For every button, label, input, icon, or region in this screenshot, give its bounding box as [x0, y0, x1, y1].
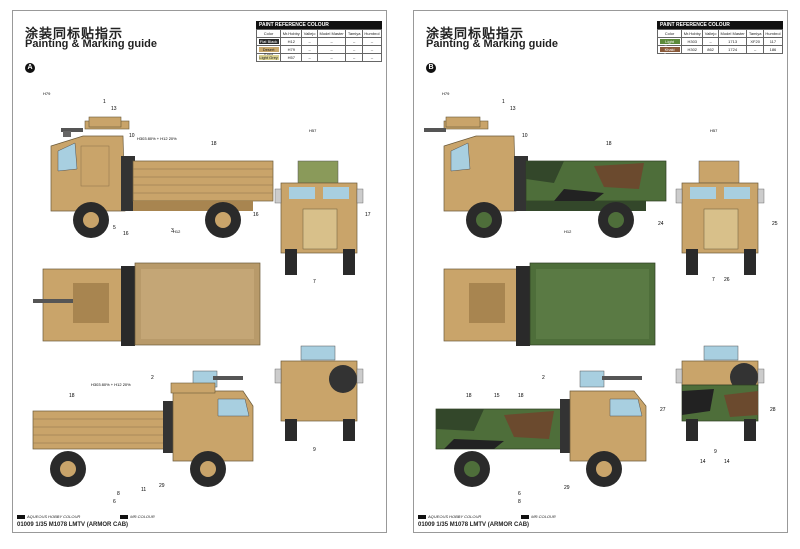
callout: 28: [770, 407, 776, 413]
callout: 8: [117, 491, 120, 497]
callout: 27: [660, 407, 666, 413]
callout: 9: [714, 449, 717, 455]
callout: 7: [313, 279, 316, 285]
callouts: 1 13 10 18 16 17 5 16 3 7 2 18 8 11 29 6…: [43, 91, 371, 505]
cell: –: [301, 53, 318, 62]
color-legend: AQUEOUS HOBBY COLOUR MR.COLOUR: [418, 514, 556, 519]
callout: 18: [211, 141, 217, 147]
table-row: Light Grey H57 – – – –: [255, 53, 383, 62]
truck-front-view: [274, 160, 364, 275]
callout: 5: [113, 225, 116, 231]
paint-mix: H303 80% + H12 20%: [91, 382, 131, 387]
legend-aqueous: AQUEOUS HOBBY COLOUR: [17, 514, 80, 519]
page-scheme-a: 涂装同标贴指示 Painting & Marking guide A PAINT…: [12, 10, 387, 533]
callout: 9: [313, 447, 316, 453]
table-row: Desert Sand H79 – – – –: [255, 45, 383, 57]
callout: 14: [700, 459, 706, 465]
cell: 186: [762, 45, 784, 54]
legend-label: AQUEOUS HOBBY COLOUR: [428, 514, 482, 519]
ref-title: PAINT REFERENCE COLOUR: [256, 21, 382, 29]
callout: 8: [518, 499, 521, 505]
paint-tag: H12: [173, 229, 181, 234]
table-row: Khaki Brown H302 862 1724 – 186: [656, 45, 784, 57]
table-row: Light Green H303 – 1713 XF20 117: [656, 37, 784, 49]
callout: 7: [712, 277, 715, 283]
cell: –: [746, 45, 764, 54]
truck-side-view-right: [32, 370, 254, 487]
cell: –: [345, 53, 363, 62]
legend-label: AQUEOUS HOBBY COLOUR: [27, 514, 81, 519]
scheme-badge: A: [25, 63, 35, 73]
paint-reference-table: PAINT REFERENCE COLOUR Color Mr.Hobby Va…: [656, 21, 784, 57]
truck-side-view-left: [424, 116, 667, 238]
legend-label: MR.COLOUR: [531, 514, 556, 519]
callout: 13: [510, 106, 516, 112]
callout: 3: [171, 228, 174, 234]
callout: 13: [111, 106, 117, 112]
callout: 2: [151, 375, 154, 381]
callout: 2: [542, 375, 545, 381]
color-swatch: Flat Black: [258, 39, 279, 45]
callout: 10: [129, 133, 135, 139]
callout: 26: [724, 277, 730, 283]
callouts: 1 13 10 18 24 25 7 26 2 18 15 18 29 6 8 …: [442, 91, 778, 505]
title-en: Painting & Marking guide: [25, 38, 158, 50]
truck-rear-view: [274, 345, 364, 441]
cell: 862: [702, 45, 719, 54]
footer-title: 01009 1/35 M1078 LMTV (ARMOR CAB): [17, 522, 129, 528]
paint-tag: H79: [442, 91, 450, 96]
callout: 18: [606, 141, 612, 147]
legend-label: MR.COLOUR: [130, 514, 155, 519]
paint-mix: H303 80% + H12 20%: [137, 136, 177, 141]
callout: 29: [564, 485, 570, 491]
paint-tag: H79: [43, 91, 51, 96]
footer-title: 01009 1/35 M1078 LMTV (ARMOR CAB): [418, 522, 530, 528]
callout: 6: [113, 499, 116, 505]
ref-title: PAINT REFERENCE COLOUR: [657, 21, 783, 29]
callout: 11: [141, 487, 146, 493]
title-cn: 涂装同标贴指示: [426, 26, 525, 41]
callout: 17: [365, 212, 371, 218]
paint-tag: H12: [564, 229, 572, 234]
callout: 18: [69, 393, 75, 399]
callout: 18: [518, 393, 524, 399]
callout: 1: [103, 99, 106, 105]
truck-illustrations-a: 1 13 10 18 16 17 5 16 3 7 2 18 8 11 29 6…: [32, 91, 371, 505]
callout: 14: [724, 459, 730, 465]
callout: 10: [522, 133, 528, 139]
color-swatch: Khaki Brown: [659, 47, 680, 57]
title-en: Painting & Marking guide: [426, 38, 559, 50]
callout: 15: [494, 393, 500, 399]
callout: 16: [253, 212, 259, 218]
color-swatch: Light Grey: [258, 55, 279, 61]
title-cn: 涂装同标贴指示: [25, 26, 124, 41]
truck-illustrations-b: 1 13 10 18 24 25 7 26 2 18 15 18 29 6 8 …: [424, 91, 778, 505]
truck-top-view: [443, 262, 656, 346]
callout: 6: [518, 491, 521, 497]
paint-tag: H57: [710, 128, 718, 133]
callout: 16: [123, 231, 129, 237]
truck-side-view-left: [50, 116, 274, 238]
truck-side-view-right: [435, 370, 647, 487]
paint-reference-table: PAINT REFERENCE COLOUR Color Mr.Hobby Va…: [255, 21, 383, 62]
callout: 18: [466, 393, 472, 399]
truck-top-view: [33, 262, 261, 346]
callout: 1: [502, 99, 505, 105]
scheme-badge: B: [426, 63, 436, 73]
callout: 24: [658, 221, 664, 227]
legend-mr: MR.COLOUR: [521, 514, 556, 519]
cell: –: [361, 53, 383, 62]
page-scheme-b: 涂装同标贴指示 Painting & Marking guide B PAINT…: [413, 10, 788, 533]
callout: 29: [159, 483, 165, 489]
legend-aqueous: AQUEOUS HOBBY COLOUR: [418, 514, 481, 519]
paint-tag: H57: [309, 128, 317, 133]
truck-front-view: [675, 160, 765, 275]
truck-rear-view: [675, 345, 765, 441]
legend-mr: MR.COLOUR: [120, 514, 155, 519]
callout: 25: [772, 221, 778, 227]
color-legend: AQUEOUS HOBBY COLOUR MR.COLOUR: [17, 514, 155, 519]
